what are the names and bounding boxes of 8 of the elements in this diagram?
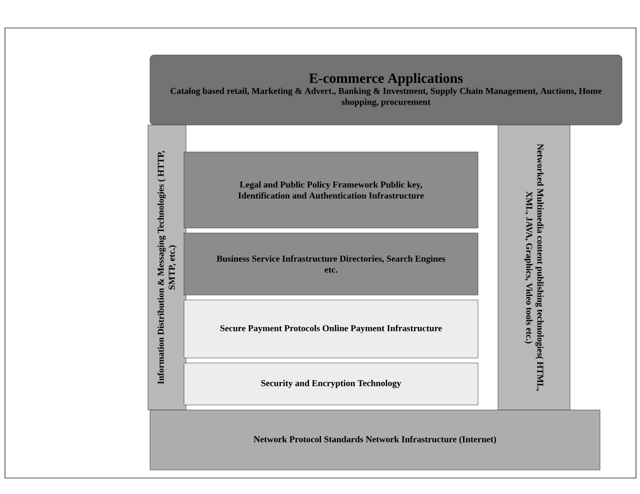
application-band: E-commerce Applications Catalog based retail, Marketing & Advert., Banking & Investment, Supply Chain Management, Auctions, Home shopping, procurement	[150, 54, 622, 126]
side-pillar: Networked Multimedia content publishing technologies( HTML, XML, JAVA, Graphics, Video tools etc.)	[498, 124, 570, 410]
layer-box: Secure Payment Protocols Online Payment Infrastructure	[184, 300, 478, 358]
layer-box: Security and Encryption Technology	[184, 362, 478, 406]
side-pillar: Information Distribution & Messaging Technologies ( HTTP, SMTP, etc.)	[148, 124, 186, 410]
layer-box: Business Service Infrastructure Directories, Search Engines etc.	[184, 232, 478, 296]
network-band: Network Protocol Standards Network Infrastructure (Internet)	[150, 410, 600, 470]
layer-box: Legal and Public Policy Framework Public key, Identification and Authentication Infrastructure	[184, 152, 478, 228]
